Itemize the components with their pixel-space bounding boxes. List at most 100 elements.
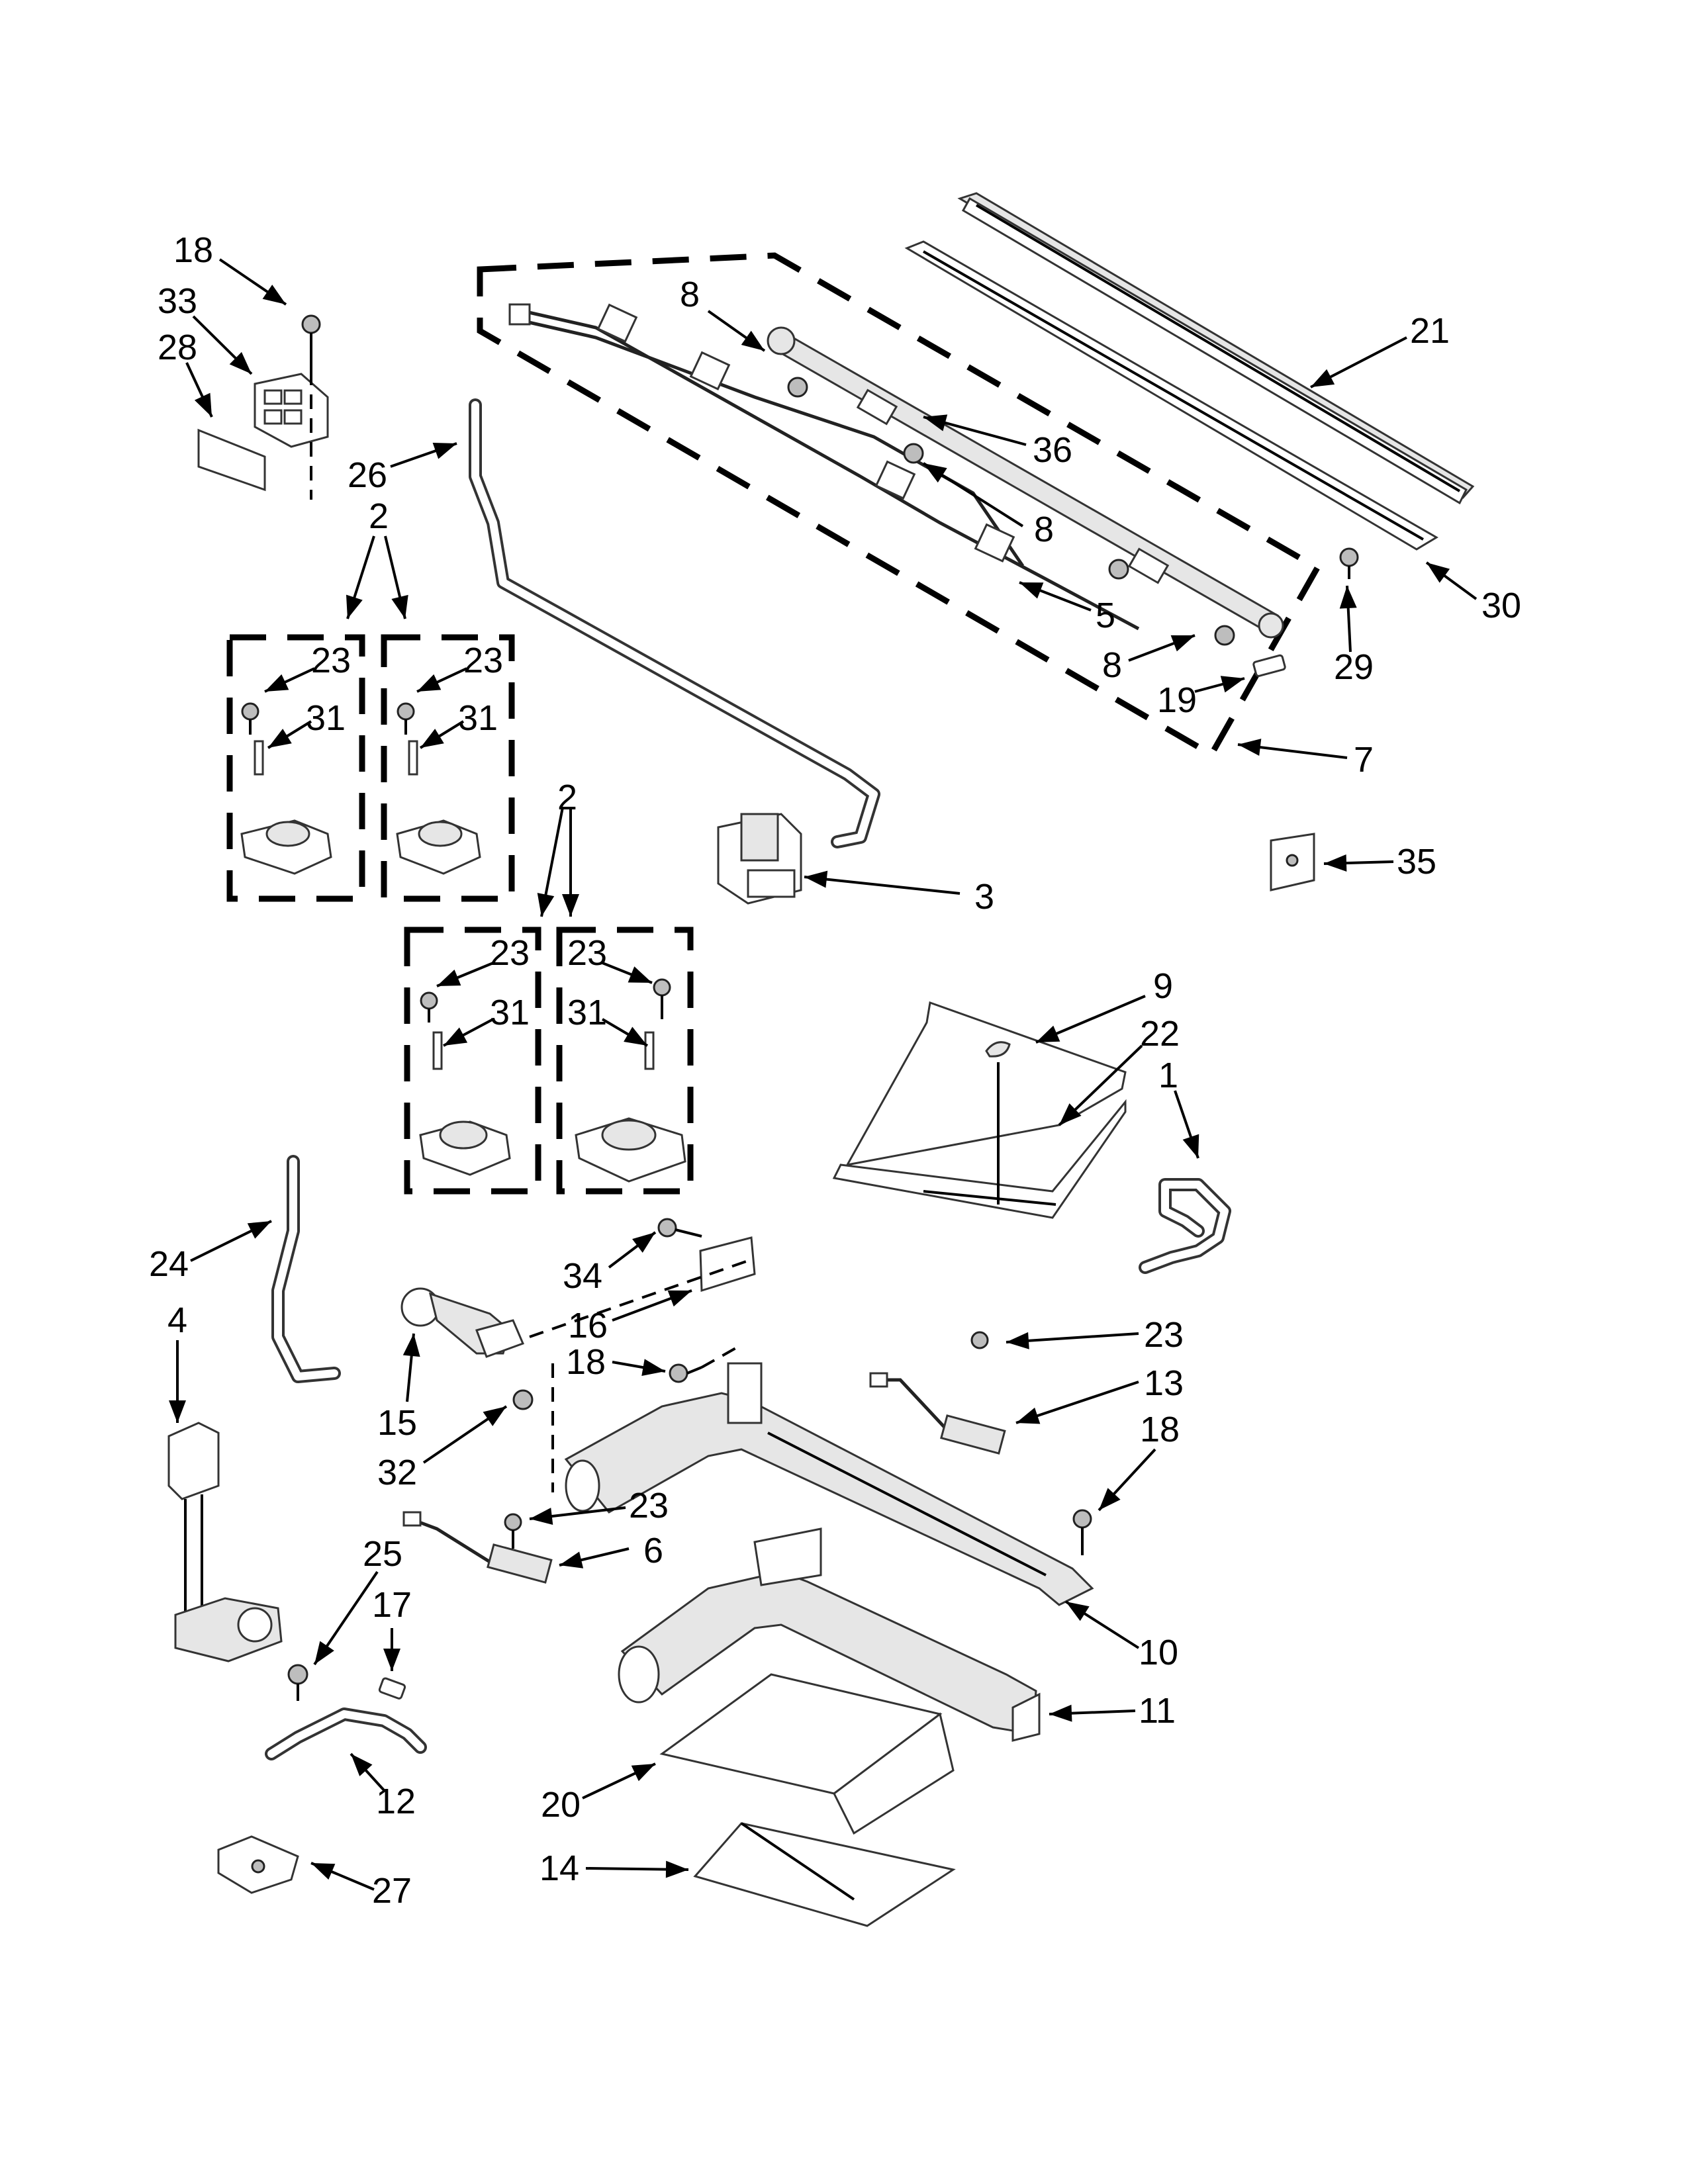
valve-part-4	[167, 1422, 283, 1662]
screw-part-18-right	[1072, 1509, 1092, 1555]
callout-leaders	[169, 258, 1477, 1891]
callout-34: 34	[563, 1256, 602, 1296]
callout-26: 26	[348, 455, 387, 495]
gas-tube-part-26	[469, 398, 880, 848]
callout-15: 15	[377, 1403, 417, 1443]
fitting-part-17	[378, 1677, 406, 1700]
leader-arrowhead	[437, 970, 461, 986]
leader-arrowhead	[1036, 1025, 1060, 1042]
leader-arrowhead	[923, 463, 947, 483]
bracket-part-28	[197, 428, 266, 492]
callout-5: 5	[1096, 596, 1115, 635]
leader-arrowhead	[391, 594, 408, 619]
leader-arrowhead	[624, 1026, 647, 1046]
callout-8-bottom: 8	[1102, 645, 1122, 685]
leader-arrowhead	[1006, 1332, 1029, 1349]
callout-27: 27	[372, 1871, 412, 1911]
burner-base-1	[240, 702, 332, 875]
leader-arrowhead	[194, 392, 212, 417]
igniter-box-1	[226, 634, 365, 902]
leader-arrowhead	[262, 285, 286, 304]
leader-arrowhead	[247, 1221, 271, 1239]
leader-arrowhead	[402, 1334, 420, 1357]
shield-part-14	[693, 1822, 956, 1927]
leader-arrowhead	[1099, 1488, 1121, 1510]
leader-arrowhead	[641, 1359, 665, 1376]
leader-arrowhead	[1170, 635, 1195, 652]
callout-2-mid: 2	[557, 778, 577, 817]
callout-22: 22	[1140, 1014, 1180, 1054]
screw-part-18-top	[301, 314, 321, 500]
leader-arrowhead	[1427, 563, 1450, 583]
callout-36: 36	[1033, 430, 1072, 470]
leader-arrowhead	[229, 351, 252, 374]
leader-arrowhead	[628, 966, 652, 983]
callout-17: 17	[372, 1585, 412, 1625]
callout-31-box2: 31	[458, 698, 498, 738]
shield-part-20	[659, 1673, 955, 1835]
screw-part-29	[1339, 547, 1359, 579]
leader-arrowhead	[804, 870, 828, 888]
screw-part-19	[1252, 654, 1286, 677]
callout-23-right: 23	[1144, 1315, 1184, 1355]
tube-part-1	[1139, 1178, 1231, 1274]
leader-arrowhead	[1049, 1704, 1072, 1722]
leader-arrowhead	[169, 1400, 186, 1423]
callout-19: 19	[1157, 680, 1197, 720]
valve-part-3	[717, 813, 802, 905]
leader-line	[804, 876, 961, 895]
bake-burner-part-10	[564, 1362, 1094, 1606]
callout-3: 3	[974, 877, 994, 917]
callout-10: 10	[1139, 1633, 1178, 1672]
callout-29: 29	[1334, 647, 1374, 687]
igniter-part-13	[869, 1331, 1006, 1455]
callout-11: 11	[1139, 1691, 1176, 1731]
leader-arrowhead	[444, 1027, 468, 1046]
leader-arrowhead	[346, 594, 363, 619]
leader-arrowhead	[1339, 586, 1357, 609]
manifold-assembly-boundary	[477, 252, 1322, 759]
callout-23-box1: 23	[311, 641, 351, 680]
callout-23-lower: 23	[629, 1486, 669, 1525]
spark-module-part-33	[254, 373, 329, 448]
dash-guide-1	[529, 1259, 749, 1338]
callout-14: 14	[539, 1848, 579, 1888]
callout-25: 25	[363, 1534, 402, 1574]
leader-arrowhead	[311, 1863, 336, 1880]
callout-32: 32	[377, 1453, 417, 1492]
leader-arrowhead	[268, 729, 292, 748]
igniter-box-4	[556, 927, 694, 1195]
leader-arrowhead	[741, 330, 765, 351]
manifold-assembly-part-7	[508, 303, 1284, 646]
leader-arrowhead	[314, 1641, 334, 1664]
callout-18-right: 18	[1140, 1410, 1180, 1449]
leader-arrowhead	[351, 1754, 373, 1776]
burner-base-2	[396, 702, 481, 875]
callout-31-box4: 31	[567, 993, 607, 1032]
leader-arrowhead	[632, 1232, 655, 1253]
gas-tube-part-24	[271, 1155, 341, 1383]
burner-base-3	[419, 991, 511, 1176]
screw-part-32	[512, 1389, 534, 1410]
callout-9: 9	[1153, 966, 1173, 1006]
callout-8-mid: 8	[1034, 510, 1054, 549]
igniter-part-6	[402, 1511, 553, 1584]
callout-21: 21	[1410, 311, 1450, 351]
bracket-part-27	[217, 1835, 299, 1894]
callout-31-box3: 31	[490, 993, 530, 1032]
leader-arrowhead	[417, 674, 442, 692]
igniter-box-3	[404, 927, 541, 1195]
leader-arrowhead	[383, 1649, 400, 1671]
leader-arrowhead	[420, 729, 444, 748]
broil-burner-part-11	[618, 1527, 1041, 1742]
callout-31-box1: 31	[306, 698, 346, 738]
leader-arrowhead	[432, 442, 457, 459]
leader-arrowhead	[1016, 1407, 1041, 1424]
screw-part-25	[287, 1664, 308, 1701]
burner-elbow-part-15	[400, 1287, 525, 1358]
callout-23-box3: 23	[490, 933, 530, 973]
callout-35: 35	[1397, 842, 1436, 882]
leader-arrowhead	[530, 1508, 553, 1525]
manifold-panel-part-21	[957, 192, 1475, 505]
